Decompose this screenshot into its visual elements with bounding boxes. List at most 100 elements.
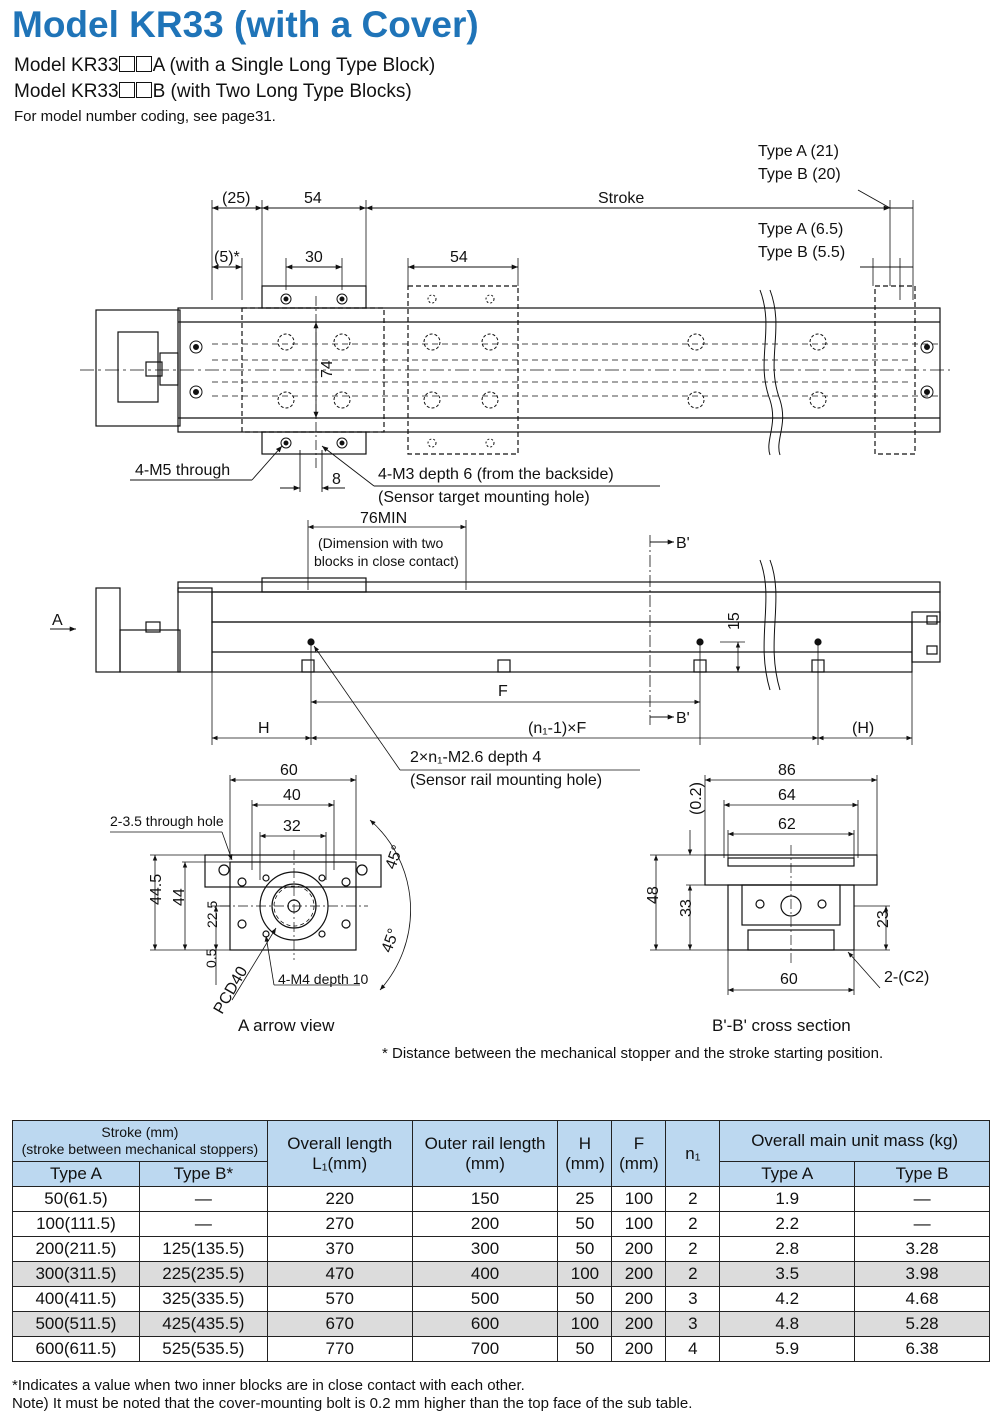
cell: 425(435.5) (138, 1311, 268, 1337)
dim-30: 30 (305, 249, 323, 266)
cell: 4.68 (854, 1286, 990, 1312)
c2-chamfer: 2-(C2) (884, 969, 929, 986)
cell: 100 (557, 1311, 613, 1337)
cell: 50 (557, 1236, 613, 1262)
header-mass: Overall main unit mass (kg) (719, 1120, 990, 1162)
cell: 100 (611, 1211, 667, 1237)
cell: 100 (557, 1261, 613, 1287)
cell: 200 (611, 1311, 667, 1337)
header-mass-type-b: Type B (854, 1161, 990, 1187)
angle-45-bottom: 45° (379, 926, 403, 955)
cell: 25 (557, 1186, 613, 1212)
footnote-2: Note) It must be noted that the cover-mo… (12, 1395, 693, 1412)
s-dim-02: (0.2) (688, 782, 705, 815)
dim-54-block: 54 (450, 249, 468, 266)
sensor-rail: (Sensor rail mounting hole) (410, 772, 602, 789)
cell: 470 (266, 1261, 413, 1287)
type-a-21: Type A (21) (758, 143, 839, 160)
cell: 2 (665, 1261, 721, 1287)
type-a-65: Type A (6.5) (758, 221, 843, 238)
dim-15: 15 (726, 612, 743, 630)
cell: 200 (611, 1236, 667, 1262)
page-title: Model KR33 (with a Cover) (12, 4, 479, 45)
cell: 150 (411, 1186, 559, 1212)
cell: 300 (411, 1236, 559, 1262)
header-n1: n₁ (665, 1120, 721, 1187)
dim-25: (25) (222, 190, 250, 207)
cell: 100(111.5) (12, 1211, 140, 1237)
cell: 270 (266, 1211, 413, 1237)
s-dim-48: 48 (645, 886, 662, 904)
cell: 225(235.5) (138, 1261, 268, 1287)
cell: 100 (611, 1186, 667, 1212)
section-view (650, 775, 890, 995)
header-stroke: Stroke (mm)(stroke between mechanical st… (12, 1120, 268, 1162)
cell: 770 (266, 1336, 413, 1362)
side-view (50, 520, 941, 771)
a-dim-32: 32 (283, 818, 301, 835)
a-dim-05: 0.5 (203, 948, 219, 968)
s-dim-33: 33 (678, 899, 695, 917)
cell: 3 (665, 1311, 721, 1337)
cell: — (138, 1211, 268, 1237)
cell: 50 (557, 1286, 613, 1312)
dim-5: (5)* (214, 249, 240, 266)
cell: 600 (411, 1311, 559, 1337)
a-arrow-caption: A arrow view (238, 1016, 335, 1035)
cell: — (138, 1186, 268, 1212)
a-dim-445: 44.5 (148, 874, 165, 905)
cell: 570 (266, 1286, 413, 1312)
dim-54-top: 54 (304, 190, 322, 207)
footnote-1: *Indicates a value when two inner blocks… (12, 1377, 525, 1394)
type-b-20: Type B (20) (758, 166, 841, 183)
cell: 3 (665, 1286, 721, 1312)
a-dim-60: 60 (280, 762, 298, 779)
spec-table: Stroke (mm)(stroke between mechanical st… (12, 1120, 990, 1362)
header-stroke-type-b: Type B* (138, 1161, 268, 1187)
cell: 6.38 (854, 1336, 990, 1362)
cell: 400 (411, 1261, 559, 1287)
cell: 4 (665, 1336, 721, 1362)
b-prime-top: B' (676, 535, 690, 552)
s-dim-62: 62 (778, 816, 796, 833)
stroke-label: Stroke (598, 190, 644, 207)
cell: 2 (665, 1211, 721, 1237)
m26-depth: 2×n₁-M2.6 depth 4 (410, 749, 541, 766)
dim-n1f: (n₁-1)×F (528, 720, 587, 737)
cell: 200(211.5) (12, 1236, 140, 1262)
header-f: F(mm) (611, 1120, 667, 1187)
m3-depth: 4-M3 depth 6 (from the backside) (378, 466, 614, 483)
header-h: H(mm) (557, 1120, 613, 1187)
b-prime-bottom: B' (676, 710, 690, 727)
cell: 1.9 (719, 1186, 856, 1212)
cell: 200 (411, 1211, 559, 1237)
close-contact-1: (Dimension with two (318, 535, 443, 551)
dim-f: F (498, 683, 508, 700)
cell: 500 (411, 1286, 559, 1312)
type-b-55: Type B (5.5) (758, 244, 845, 261)
s-dim-60: 60 (780, 971, 798, 988)
cell: 2.8 (719, 1236, 856, 1262)
cell: 200 (611, 1261, 667, 1287)
cell: 50(61.5) (12, 1186, 140, 1212)
section-caption: B'-B' cross section (712, 1016, 851, 1035)
s-dim-23: 23 (875, 910, 892, 928)
technical-drawing: (25) 54 Stroke Type A (21) Type B (20) (… (50, 143, 950, 1017)
s-dim-86: 86 (778, 762, 796, 779)
cell: 125(135.5) (138, 1236, 268, 1262)
through-hole: 2-3.5 through hole (110, 813, 224, 829)
pcd40: PCD40 (211, 964, 252, 1017)
dim-76min: 76MIN (360, 510, 407, 527)
cell: 300(311.5) (12, 1261, 140, 1287)
s-dim-64: 64 (778, 787, 796, 804)
close-contact-2: blocks in close contact) (314, 553, 459, 569)
cell: 2 (665, 1186, 721, 1212)
sensor-target: (Sensor target mounting hole) (378, 489, 590, 506)
m4-depth: 4-M4 depth 10 (278, 971, 368, 987)
